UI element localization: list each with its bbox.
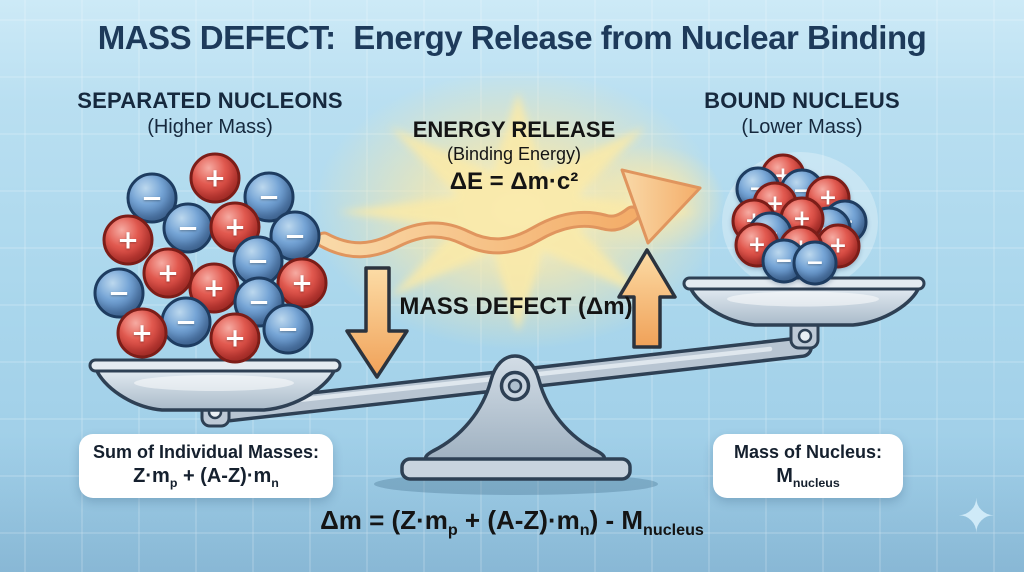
left-box-formula: Z·mp + (A-Z)·mn [133,465,279,490]
page-title: MASS DEFECT: Energy Release from Nuclear… [0,19,1024,57]
separated-nucleons-heading: SEPARATED NUCLEONS (Higher Mass) [60,88,360,139]
left-subheading-text: (Higher Mass) [147,116,273,138]
energy-release-block: ENERGY RELEASE (Binding Energy) ΔE = Δm·… [364,117,664,196]
mass-defect-equation: Δm = (Z·mp + (A-Z)·mn) - Mnucleus [320,505,704,540]
up-arrow-icon [617,248,677,349]
nucleus-glow [722,152,878,292]
starburst-icon [313,70,725,350]
energy-release-heading: ENERGY RELEASE [412,117,616,142]
energy-release-arrow-icon [315,168,702,259]
sum-of-masses-box: Sum of Individual Masses: Z·mp + (A-Z)·m… [79,434,333,498]
bound-nucleus-heading: BOUND NUCLEUS (Lower Mass) [652,88,952,139]
down-arrow-icon [345,266,409,379]
sparkle-icon: ✦ [957,489,996,543]
mass-of-nucleus-box: Mass of Nucleus: Mnucleus [713,434,903,498]
right-pan [682,276,926,327]
right-heading-text: BOUND NUCLEUS [704,88,900,113]
fulcrum [400,354,632,481]
right-subheading-text: (Lower Mass) [741,116,863,138]
left-box-title: Sum of Individual Masses: [92,442,320,462]
energy-equation: ΔE = Δm·c² [449,168,579,195]
title-rest: Energy Release from Nuclear Binding [353,19,927,56]
binding-energy-subheading: (Binding Energy) [446,144,582,164]
right-box-title: Mass of Nucleus: [733,442,883,462]
left-heading-text: SEPARATED NUCLEONS [77,88,343,113]
mass-defect-label: MASS DEFECT (Δm) [399,293,633,320]
right-box-formula: Mnucleus [776,465,840,490]
title-emphasis: MASS DEFECT: [97,19,336,56]
